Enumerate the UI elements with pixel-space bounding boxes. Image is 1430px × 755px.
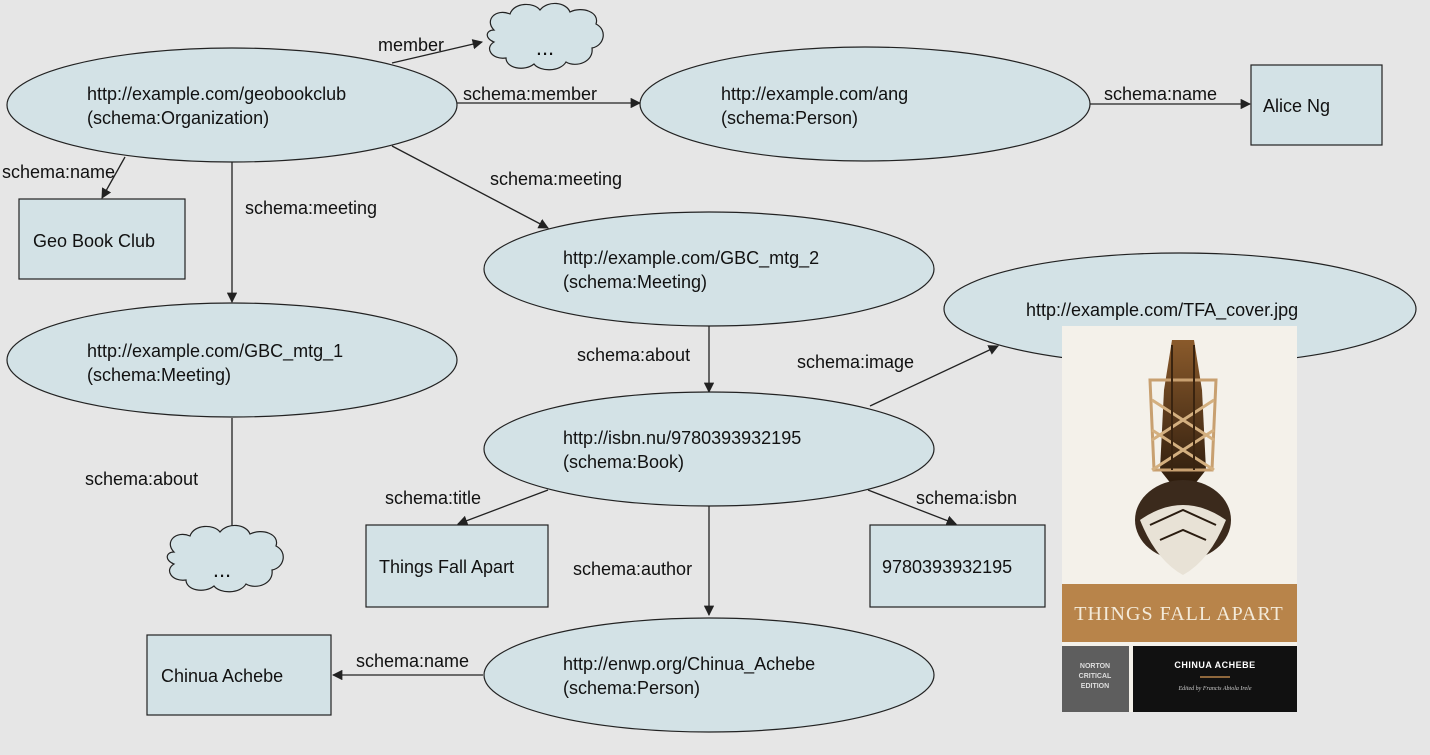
node-mtg1: http://example.com/GBC_mtg_1 (schema:Mee…	[6, 302, 458, 418]
literal-geo-book-club-text: Geo Book Club	[33, 231, 155, 251]
label-member: member	[378, 35, 444, 55]
node-book-type: (schema:Book)	[563, 452, 684, 472]
cloud-bottom: ...	[166, 524, 284, 593]
node-mtg2-type: (schema:Meeting)	[563, 272, 707, 292]
cover-series-1: NORTON	[1080, 663, 1110, 670]
cloud-bottom-label: ...	[213, 557, 231, 582]
node-ang: http://example.com/ang (schema:Person)	[639, 46, 1091, 162]
edge-schema-name-org	[101, 156, 126, 199]
cover-editor: Edited by Francis Abiola Irele	[1178, 686, 1252, 692]
edge-schema-isbn	[867, 489, 957, 526]
node-book: http://isbn.nu/9780393932195 (schema:Boo…	[483, 391, 935, 507]
node-achebe-type: (schema:Person)	[563, 678, 700, 698]
node-book-uri: http://isbn.nu/9780393932195	[563, 428, 801, 448]
label-schema-name-alice: schema:name	[1104, 84, 1217, 104]
literal-title-text: Things Fall Apart	[379, 557, 514, 577]
cover-title: THINGS FALL APART	[1074, 603, 1284, 625]
cover-author: CHINUA ACHEBE	[1174, 660, 1255, 670]
node-geobookclub-type: (schema:Organization)	[87, 108, 269, 128]
edge-labels: member schema:member schema:name schema:…	[2, 35, 1217, 671]
book-cover-image: THINGS FALL APART NORTON CRITICAL EDITIO…	[1062, 326, 1297, 712]
cover-series-2: CRITICAL	[1079, 673, 1112, 680]
literal-achebe-name: Chinua Achebe	[146, 634, 332, 716]
literal-alice-ng: Alice Ng	[1250, 64, 1383, 146]
label-schema-name-achebe: schema:name	[356, 651, 469, 671]
edge-schema-image	[869, 345, 999, 407]
cover-series-panel	[1062, 646, 1129, 712]
edge-schema-meeting-2	[391, 145, 549, 229]
node-ang-type: (schema:Person)	[721, 108, 858, 128]
node-mtg1-type: (schema:Meeting)	[87, 365, 231, 385]
literal-alice-ng-text: Alice Ng	[1263, 96, 1330, 116]
cover-title-band	[1062, 584, 1297, 642]
edge-member	[391, 39, 484, 64]
label-schema-member: schema:member	[463, 84, 597, 104]
edge-schema-title	[457, 489, 549, 526]
literal-isbn: 9780393932195	[869, 524, 1046, 608]
label-schema-about-2: schema:about	[577, 345, 690, 365]
node-achebe-uri: http://enwp.org/Chinua_Achebe	[563, 654, 815, 675]
label-schema-author: schema:author	[573, 559, 692, 579]
literal-title: Things Fall Apart	[365, 524, 549, 608]
literal-achebe-name-text: Chinua Achebe	[161, 666, 283, 686]
cover-author-panel	[1133, 646, 1297, 712]
mask-sculpture	[1135, 340, 1231, 575]
label-schema-meeting-2: schema:meeting	[490, 169, 622, 189]
cloud-top-label: ...	[536, 35, 554, 60]
node-mtg1-uri: http://example.com/GBC_mtg_1	[87, 341, 343, 362]
node-ang-uri: http://example.com/ang	[721, 84, 908, 104]
node-geobookclub-uri: http://example.com/geobookclub	[87, 84, 346, 104]
label-schema-about-1: schema:about	[85, 469, 198, 489]
label-schema-image: schema:image	[797, 352, 914, 372]
label-schema-name-org: schema:name	[2, 162, 115, 182]
label-schema-isbn: schema:isbn	[916, 488, 1017, 508]
node-geobookclub: http://example.com/geobookclub (schema:O…	[6, 47, 458, 163]
label-schema-meeting-1: schema:meeting	[245, 198, 377, 218]
node-mtg2-uri: http://example.com/GBC_mtg_2	[563, 248, 819, 269]
literal-isbn-text: 9780393932195	[882, 557, 1012, 577]
label-schema-title: schema:title	[385, 488, 481, 508]
literal-geo-book-club: Geo Book Club	[18, 198, 186, 280]
node-mtg2: http://example.com/GBC_mtg_2 (schema:Mee…	[483, 211, 935, 327]
node-achebe: http://enwp.org/Chinua_Achebe (schema:Pe…	[483, 617, 935, 733]
edges	[101, 39, 1252, 681]
cloud-top: ...	[486, 2, 604, 71]
node-cover-uri-text: http://example.com/TFA_cover.jpg	[1026, 300, 1298, 321]
cover-series-3: EDITION	[1081, 683, 1109, 690]
